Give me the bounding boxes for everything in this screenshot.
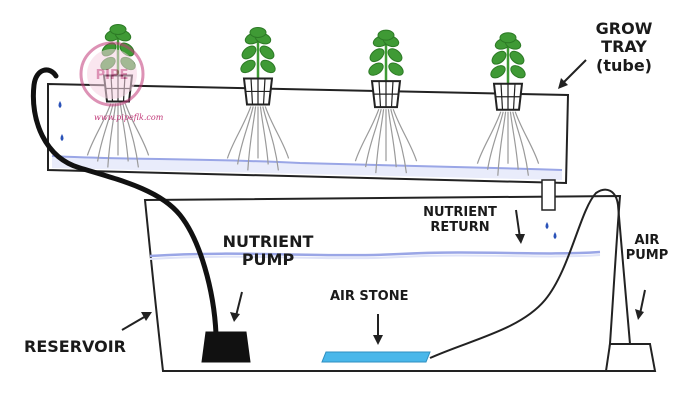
plant-leaf (377, 29, 395, 41)
plant-root (262, 106, 279, 171)
watermark-url: www.pipeflk.com (94, 113, 164, 122)
air-pump (604, 343, 657, 372)
plant-leaf (241, 45, 257, 60)
plant-root (512, 111, 529, 176)
return-drip-1 (545, 222, 549, 229)
plant-root (237, 106, 254, 165)
reservoir-water-line (149, 250, 601, 258)
plant-root (392, 108, 418, 162)
return-drip-2 (553, 232, 557, 239)
plant-3 (354, 29, 418, 174)
plant-root (375, 109, 385, 174)
plant-4 (476, 32, 540, 176)
plant-root (497, 111, 507, 176)
nutrient-drip-1 (58, 101, 62, 108)
reservoir-water-line-shadow (149, 254, 601, 260)
plant-leaf (260, 59, 276, 74)
plant-leaf (388, 62, 404, 76)
plant-leaf (259, 45, 275, 60)
watermark-letters: PIPE (96, 68, 129, 83)
plant-root (119, 103, 129, 162)
plant-root (354, 108, 380, 162)
arrows-group (121, 59, 646, 345)
plant-root (124, 103, 150, 156)
nutrient-pump (201, 331, 251, 363)
air-pump-line (429, 188, 631, 359)
plant-root (107, 103, 117, 168)
plant-root (259, 106, 269, 165)
arrow-nutrient-pump (230, 291, 243, 322)
plant-root (264, 106, 290, 159)
grow-tray-water-line (51, 155, 563, 171)
plant-leaf (368, 62, 384, 76)
nutrient-pump-hose (30, 67, 219, 337)
plant-leaf (369, 48, 385, 63)
plant-root (86, 103, 112, 156)
plant-root (247, 106, 257, 171)
plant-leaf (491, 50, 507, 65)
arrow-nutrient-return (515, 209, 525, 244)
arrow-air-stone (373, 314, 383, 345)
plant-root (487, 111, 504, 170)
grow-tray-water (52, 156, 562, 180)
plant-root (226, 106, 252, 159)
arrow-grow-tray (558, 59, 587, 89)
plant-leaf (510, 65, 526, 79)
plant-root (365, 109, 382, 168)
plant-root (509, 111, 519, 170)
plant-leaf (509, 50, 525, 65)
plant-root (514, 111, 540, 164)
plant-root (122, 103, 139, 168)
reservoir-label: RESERVOIR (24, 337, 126, 356)
nutrient-pump-label: NUTRIENT PUMP (222, 232, 314, 270)
nutrient-drip-2 (60, 134, 64, 141)
air-stone (321, 351, 431, 363)
plant-leaf (249, 26, 267, 38)
arrow-air-pump (635, 289, 646, 320)
air-stone-label: AIR STONE (330, 289, 409, 304)
grow-tray-label: GROW TRAY (tube) (595, 19, 653, 75)
plant-root (97, 103, 114, 162)
air-pump-label: AIR PUMP (625, 233, 669, 263)
return-pipe (541, 179, 556, 211)
watermark-logo: PIPE (79, 41, 145, 107)
plant-leaf (499, 32, 517, 44)
plant-root (476, 111, 502, 164)
plant-leaf (490, 65, 506, 79)
plant-leaf (387, 48, 403, 63)
plant-root (390, 109, 407, 174)
plant-leaf (109, 23, 127, 35)
plant-leaf (240, 59, 256, 74)
plant-2 (226, 26, 290, 171)
plant-root (387, 109, 397, 168)
nutrient-return-label: NUTRIENT RETURN (423, 205, 497, 235)
arrow-reservoir (121, 312, 152, 331)
plants-group (86, 23, 540, 176)
